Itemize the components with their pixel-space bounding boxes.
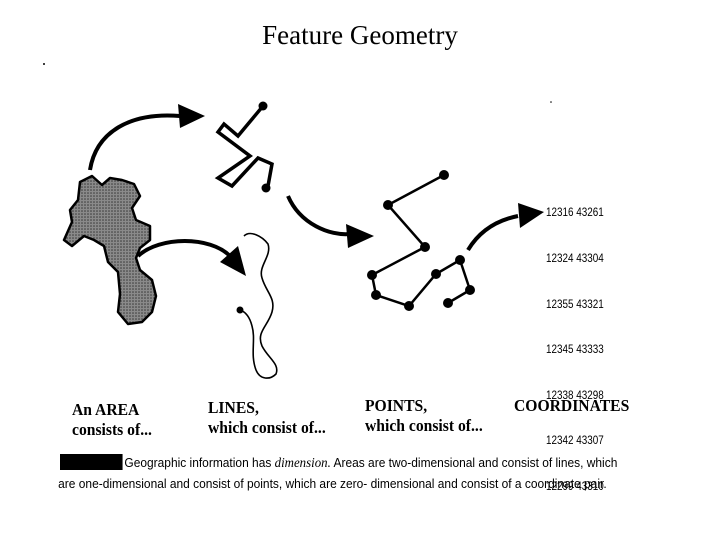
points-label: POINTS, which consist of... — [365, 396, 483, 436]
coordinates-label: COORDINATES — [514, 396, 629, 416]
arrow-head-2 — [220, 246, 246, 276]
area-label-line1: An AREA — [72, 400, 140, 419]
point-vertex — [443, 298, 453, 308]
coordinate-row: 12342 43307 — [546, 435, 604, 448]
point-vertex — [439, 170, 449, 180]
caption-emphasis: dimension. — [274, 456, 331, 471]
point-vertex — [455, 255, 465, 265]
line-end-dot — [261, 183, 271, 193]
arrow-area-to-curve — [136, 239, 232, 258]
points-label-line1: POINTS, — [365, 396, 428, 415]
point-vertex — [420, 242, 430, 252]
caption-text-a: Geographic information has — [124, 455, 275, 470]
caption: Geographic information has dimension. Ar… — [58, 453, 617, 494]
lines-label: LINES, which consist of... — [208, 398, 326, 438]
caption-text-b: Areas are two-dimensional and consist of… — [330, 455, 618, 470]
coordinate-row: 12299 43310 — [546, 481, 604, 494]
curve-end-dot — [236, 306, 244, 314]
arrow-head-4 — [518, 203, 544, 228]
point-vertex — [367, 270, 377, 280]
point-vertex — [383, 200, 393, 210]
line-end-dot — [258, 101, 268, 111]
caption-line2: are one-dimensional and consist of point… — [58, 476, 607, 491]
arrow-area-to-line — [88, 113, 181, 171]
point-vertex — [465, 285, 475, 295]
arrow-head-1 — [178, 104, 205, 128]
arrow-head-3 — [346, 224, 374, 248]
jagged-line — [214, 104, 274, 189]
coordinate-row: 12355 43321 — [546, 298, 604, 311]
area-label: An AREA consists of... — [72, 400, 152, 440]
coordinate-row: 12345 43333 — [546, 344, 604, 357]
lines-label-line2: which consist of... — [208, 418, 326, 437]
curvy-line — [239, 232, 278, 379]
page-title: Feature Geometry — [262, 20, 458, 50]
points-label-line2: which consist of... — [365, 416, 483, 435]
coordinate-row: 12338 43298 — [546, 389, 604, 402]
speck — [550, 101, 552, 103]
speck — [43, 63, 45, 65]
arrow-points-to-coordinates — [466, 214, 519, 252]
caption-line1: Geographic information has dimension. Ar… — [60, 453, 617, 474]
area-polygon — [62, 174, 158, 326]
redaction-bar — [60, 454, 123, 470]
lines-label-line1: LINES, — [208, 398, 259, 417]
point-vertices — [367, 170, 475, 311]
coordinate-row: 12316 43261 — [546, 207, 604, 220]
points-connected-line — [370, 173, 472, 308]
point-vertex — [404, 301, 414, 311]
arrow-lines-to-points — [286, 195, 351, 237]
coordinate-row: 12324 43304 — [546, 253, 604, 266]
coordinate-list: 12316 43261 12324 43304 12355 43321 1234… — [546, 176, 604, 510]
point-vertex — [371, 290, 381, 300]
coordinates-label-text: COORDINATES — [514, 396, 630, 415]
point-vertex — [431, 269, 441, 279]
area-label-line2: consists of... — [72, 420, 152, 439]
